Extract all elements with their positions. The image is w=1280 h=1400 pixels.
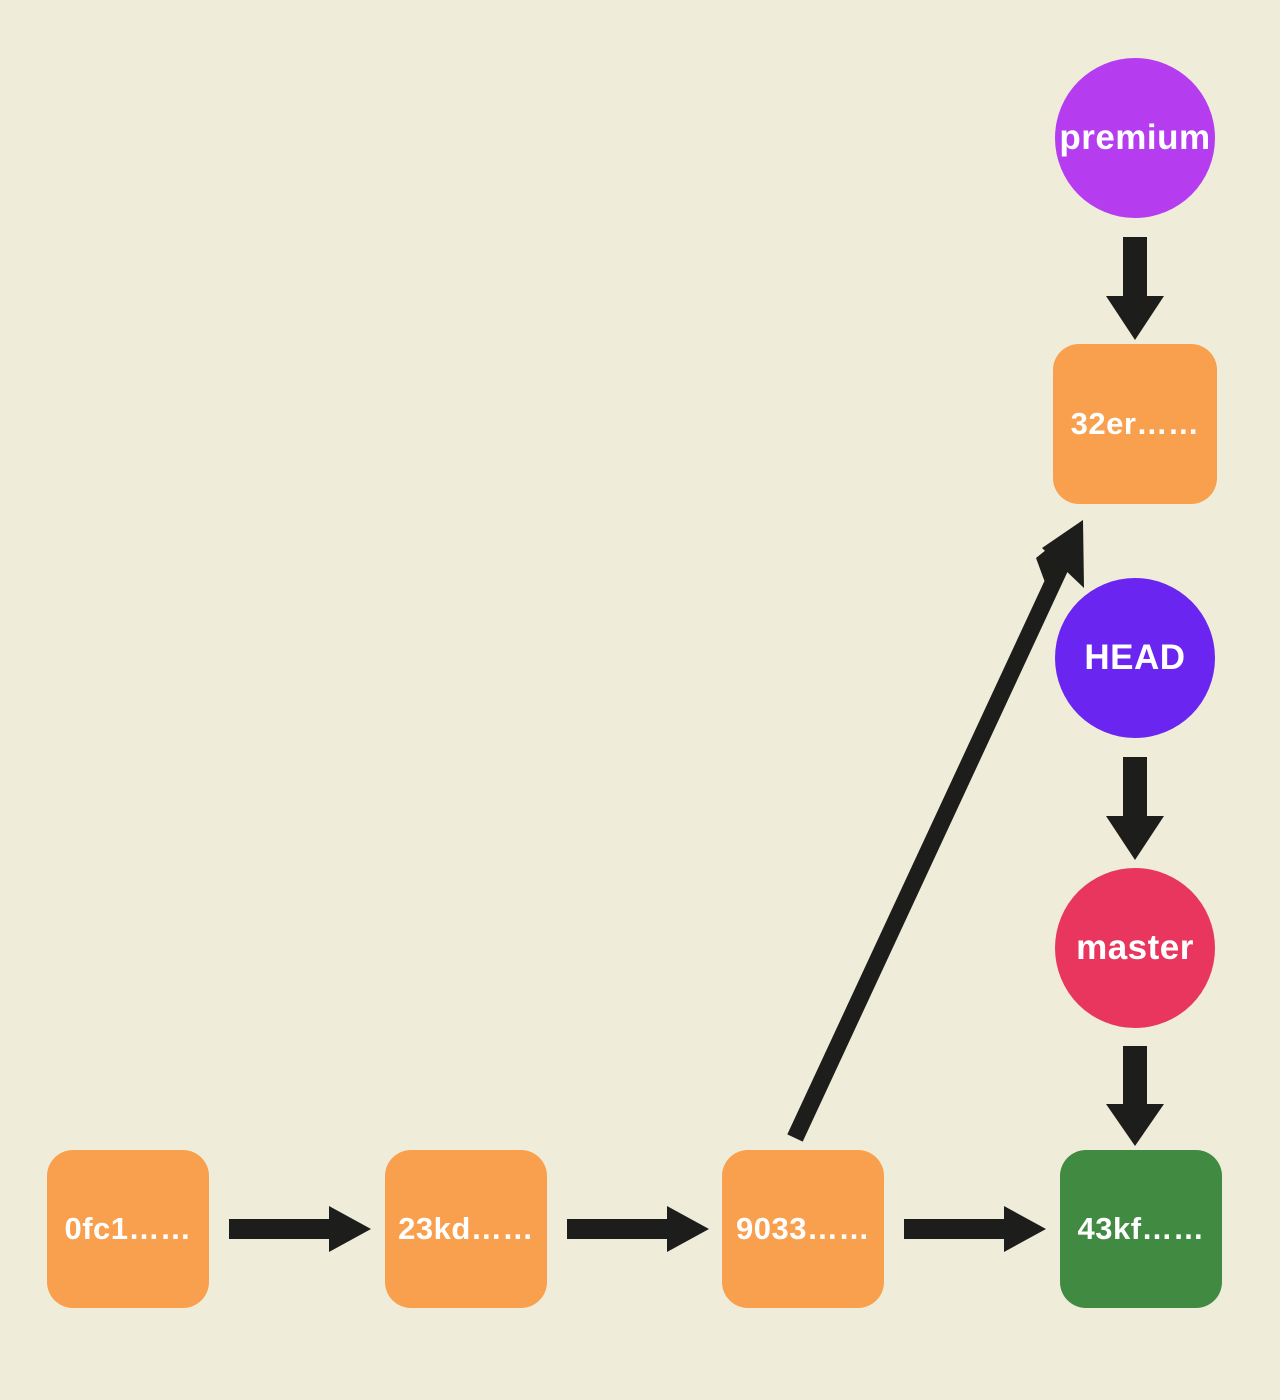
ref-node-head[interactable]: HEAD (1055, 578, 1215, 738)
commit-node-9033[interactable]: 9033…… (722, 1150, 884, 1308)
arrow-9033-to-32er (787, 520, 1084, 1142)
ref-node-premium-label: premium (1059, 118, 1211, 157)
commit-node-43kf[interactable]: 43kf…… (1060, 1150, 1222, 1308)
arrow-23kd-to-9033 (567, 1206, 709, 1252)
commit-node-0fc1-label: 0fc1…… (64, 1211, 192, 1246)
arrow-premium-to-32er (1106, 237, 1164, 340)
commit-node-23kd-label: 23kd…… (398, 1211, 534, 1246)
commit-node-32er-label: 32er…… (1070, 406, 1200, 441)
ref-node-head-label: HEAD (1084, 638, 1186, 677)
commit-node-0fc1[interactable]: 0fc1…… (47, 1150, 209, 1308)
commit-node-32er[interactable]: 32er…… (1053, 344, 1217, 504)
commit-node-43kf-label: 43kf…… (1077, 1211, 1205, 1246)
ref-node-premium[interactable]: premium (1055, 58, 1215, 218)
ref-node-master[interactable]: master (1055, 868, 1215, 1028)
arrow-9033-to-43kf (904, 1206, 1046, 1252)
arrow-master-to-43kf (1106, 1046, 1164, 1146)
commit-node-9033-label: 9033…… (736, 1211, 870, 1246)
ref-node-master-label: master (1076, 928, 1194, 967)
arrow-head-to-master (1106, 757, 1164, 860)
commit-node-23kd[interactable]: 23kd…… (385, 1150, 547, 1308)
arrow-0fc1-to-23kd (229, 1206, 371, 1252)
